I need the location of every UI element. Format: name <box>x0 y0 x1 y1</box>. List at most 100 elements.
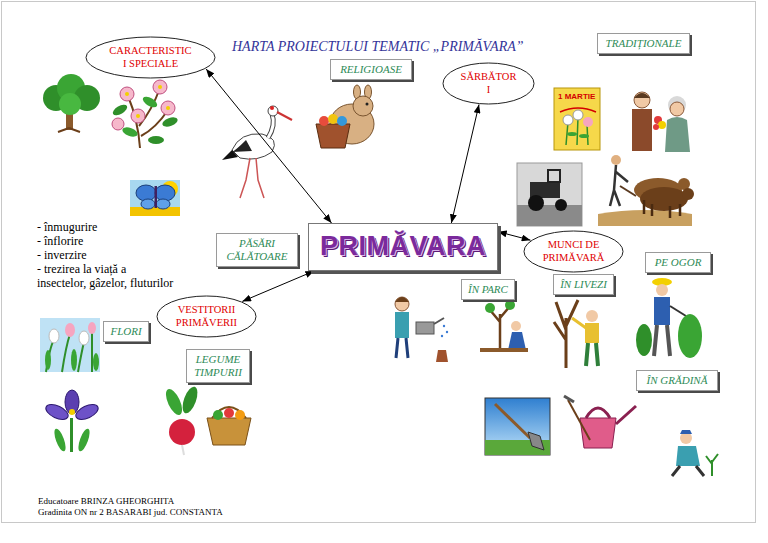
watering-can-picture-part <box>568 400 590 440</box>
couple-picture-part <box>634 92 650 108</box>
tulips-picture-part <box>65 323 75 337</box>
watering-can-picture-part <box>564 396 574 402</box>
watering-can-picture-part <box>586 408 610 418</box>
orchard-picture-part <box>572 318 586 328</box>
tree-picture-part <box>58 128 80 132</box>
sprayer-picture-part <box>654 297 670 325</box>
node-label: VESTITORII PRIMĂVERII <box>175 304 239 328</box>
rabbit-picture-part <box>328 114 338 124</box>
orchard-picture-part <box>585 323 599 343</box>
tulips-picture-part <box>71 349 77 371</box>
martisor-card-part <box>583 117 593 127</box>
blossom-picture-part <box>136 114 140 118</box>
gardener-picture-part <box>680 430 692 434</box>
blossom-picture-part <box>161 116 179 129</box>
tractor-photo-part <box>548 170 560 182</box>
subtopic-box: PĂSĂRI CĂLĂTOARE <box>216 233 298 267</box>
subtopic-box: PE OGOR <box>645 252 711 273</box>
basket-picture <box>207 407 251 445</box>
shovel-picture <box>485 398 550 455</box>
martisor-card-part <box>554 88 600 150</box>
shovel-picture-part <box>528 432 544 450</box>
radish-picture-part <box>182 445 184 455</box>
subtopic-box: ÎN LIVEZI <box>553 274 614 295</box>
planting-picture-part <box>505 300 515 310</box>
tulips-picture-part <box>45 350 51 370</box>
connector-arrow <box>498 232 531 241</box>
basket-picture-part <box>207 418 251 445</box>
couple-picture <box>632 92 690 152</box>
stork-picture-part <box>232 140 252 152</box>
node-label: PĂSĂRI CĂLĂTOARE <box>226 237 289 262</box>
blossom-picture-part <box>111 103 129 118</box>
blossom-picture-part <box>128 88 168 148</box>
watering-can-picture <box>564 396 636 448</box>
watering-girl-picture-part <box>436 350 448 362</box>
orchard-picture-part <box>586 343 598 366</box>
tractor-photo-part <box>517 163 582 226</box>
subtopic-box: ÎN PARC <box>461 279 515 300</box>
tractor-photo-part <box>555 199 567 211</box>
stork-picture-part <box>268 114 273 138</box>
rabbit-picture-part <box>316 124 350 148</box>
planting-picture <box>480 300 528 352</box>
watering-girl-picture-part <box>395 297 409 302</box>
blossom-picture-part <box>131 109 145 123</box>
iris-picture-part <box>44 401 71 422</box>
blossom-picture-part <box>148 136 164 144</box>
blossom-picture-part <box>120 87 134 101</box>
node-label: MUNCI DE PRIMĂVARĂ <box>542 239 606 263</box>
tulips-picture-part <box>79 331 89 345</box>
planting-picture-part <box>508 332 526 350</box>
blossom-picture-part <box>112 118 124 130</box>
planting-picture-part <box>511 321 521 331</box>
butterfly-picture-part <box>155 186 158 208</box>
martisor-card-part <box>560 108 596 112</box>
radish-picture-part <box>163 387 186 417</box>
subtopic-box: TRADIȚIONALE <box>597 33 690 54</box>
subtopic-box: ÎN GRĂDINĂ <box>636 370 718 391</box>
iris-picture-part <box>65 390 79 414</box>
tractor-photo-part <box>528 195 544 211</box>
map-title: HARTA PROIECTULUI TEMATIC „PRIMĂVARA” <box>232 38 524 55</box>
orchard-picture-part <box>586 310 598 322</box>
planting-picture-part <box>480 348 528 352</box>
tree-picture-part <box>59 93 81 115</box>
page-border <box>2 2 756 523</box>
connector-arrow <box>242 271 314 301</box>
subtopic-box: LEGUME TIMPURII <box>186 349 250 383</box>
tractor-photo-part <box>517 205 582 226</box>
iris-picture <box>44 390 101 453</box>
sprayer-picture <box>636 278 702 358</box>
butterfly-picture-part <box>141 199 155 209</box>
stork-picture-part <box>268 114 273 138</box>
watering-girl-picture-part <box>443 325 445 327</box>
stork-picture-part <box>240 158 264 198</box>
watering-girl-picture-part <box>446 331 448 333</box>
blossom-picture-part <box>121 126 139 139</box>
sprayer-picture-part <box>654 325 670 356</box>
bullet-item: - înflorire <box>37 234 83 248</box>
central-title: PRIMĂVARA <box>320 231 486 262</box>
radish-picture-part <box>180 385 201 415</box>
stork-picture <box>222 106 292 198</box>
oxen-plough-picture-part <box>620 186 636 196</box>
topic-ellipse: CARACTERISTIC I SPECIALE <box>85 36 216 79</box>
oxen-plough-picture-part <box>610 165 628 206</box>
card-text: 1 MARTIE <box>558 92 595 102</box>
sprayer-picture-part <box>670 306 686 316</box>
ellipse-outline <box>157 296 256 337</box>
martisor-card-part <box>563 115 573 125</box>
radish-picture <box>163 385 201 455</box>
butterfly-picture-part <box>156 199 170 209</box>
iris-picture-part <box>76 427 92 452</box>
author-note: Educatoare BRINZA GHEORGHITA <box>38 496 174 507</box>
stork-picture-part <box>277 112 292 120</box>
oxen-plough-picture-part <box>682 188 694 200</box>
martisor-card-part <box>567 132 577 136</box>
planting-picture-part <box>490 306 510 348</box>
butterfly-picture-part <box>130 180 180 216</box>
shovel-picture-part <box>485 398 550 455</box>
topic-ellipse: VESTITORII PRIMĂVERII <box>156 295 257 338</box>
